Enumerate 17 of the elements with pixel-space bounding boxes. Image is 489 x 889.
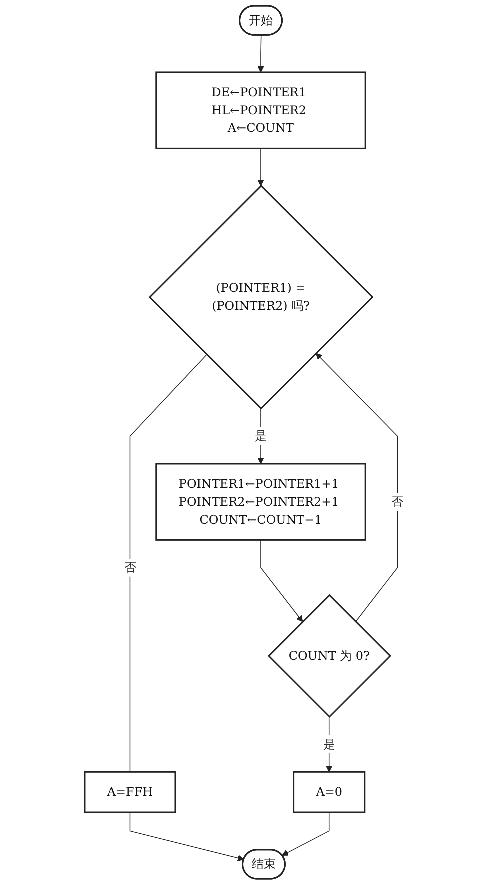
node-box: A=FFH xyxy=(84,771,176,814)
edge-label: 是 xyxy=(324,737,336,752)
node-box: DE←POINTER1 HL←POINTER2 A←COUNT xyxy=(156,72,366,150)
arrow xyxy=(258,35,264,73)
node-box: A=0 xyxy=(293,771,366,814)
arrow xyxy=(316,353,398,622)
arrow xyxy=(282,812,330,856)
edge-label: 否 xyxy=(124,560,136,575)
node-diamond: COUNT 为 0? xyxy=(268,594,392,718)
node-box: POINTER1←POINTER1+1 POINTER2←POINTER2+1 COUNT←COUNT−1 xyxy=(156,463,366,541)
arrow xyxy=(260,540,304,622)
edge-label: 否 xyxy=(392,494,404,509)
connector xyxy=(130,354,208,773)
arrow xyxy=(130,812,244,862)
arrow xyxy=(258,148,264,186)
node-diamond: (POINTER1) =(POINTER2) 吗? xyxy=(149,184,374,410)
edge-label: 是 xyxy=(255,428,268,444)
